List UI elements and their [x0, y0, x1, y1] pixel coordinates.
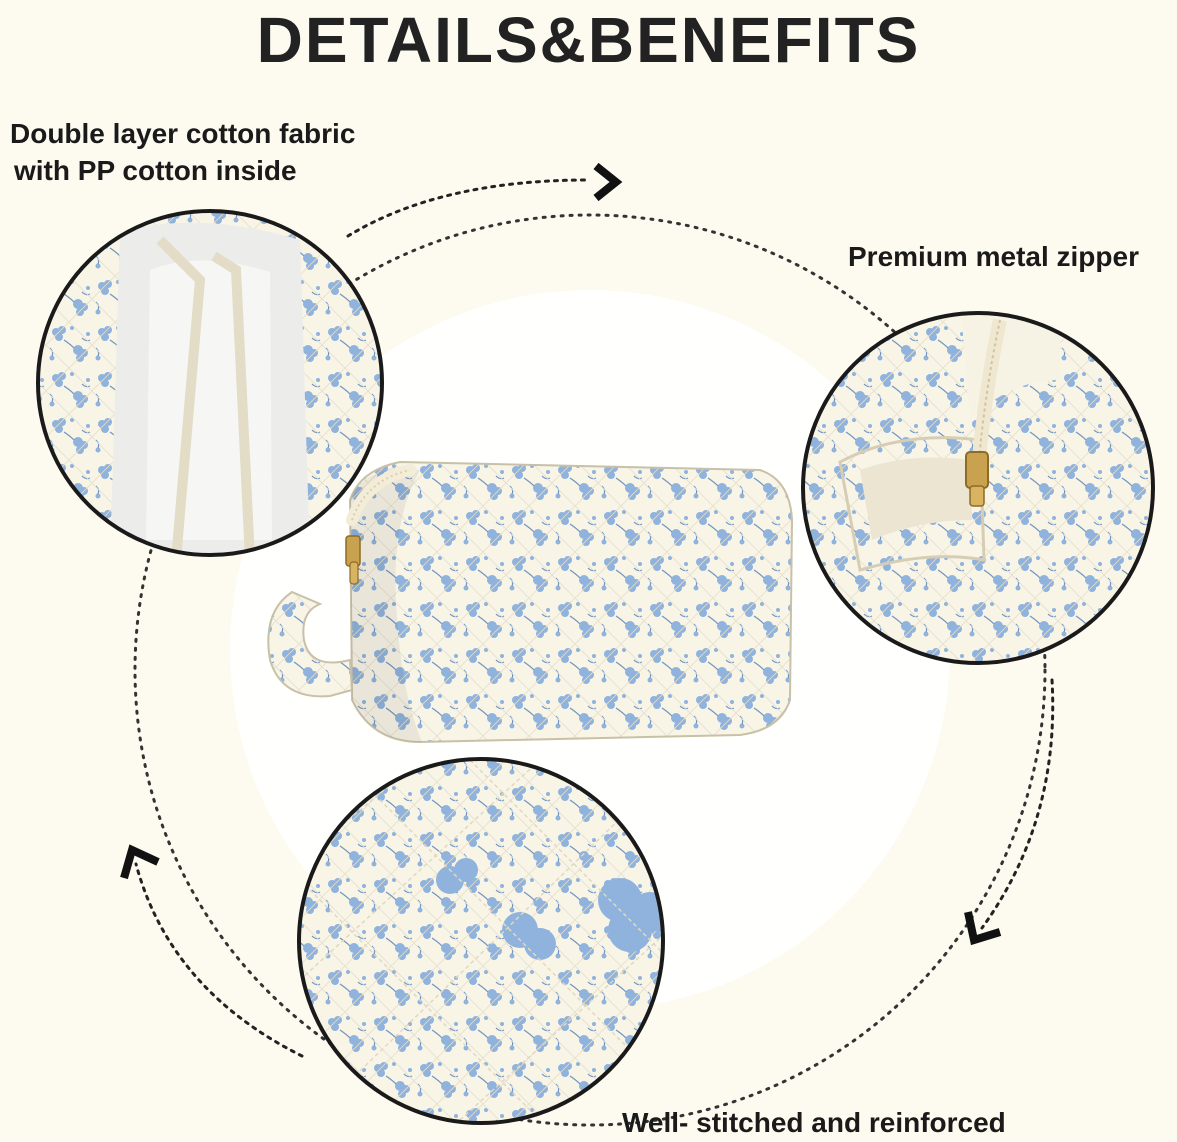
detail-fabric-circle: [36, 209, 384, 557]
feature-label-fabric-line1: Double layer cotton fabric: [10, 118, 356, 149]
detail-zipper-circle: [801, 311, 1155, 665]
arrow-head-right-icon: [593, 162, 623, 202]
arrow-path-right: [980, 678, 1055, 930]
arrow-head-down-icon: [964, 911, 1002, 946]
feature-label-fabric-line2: with PP cotton inside: [14, 155, 297, 186]
feature-label-stitching: Well- stitched and reinforced: [622, 1107, 1006, 1138]
arrow-head-up-icon: [120, 844, 160, 880]
detail-stitching-circle: [297, 757, 665, 1125]
feature-label-zipper: Premium metal zipper: [848, 241, 1139, 272]
dotted-ring: [133, 213, 1047, 1127]
page-title: DETAILS&BENEFITS: [256, 4, 921, 76]
cosmetic-bag-product: [267, 460, 794, 744]
arrow-path-top: [346, 178, 590, 238]
arrow-path-left: [134, 862, 304, 1058]
